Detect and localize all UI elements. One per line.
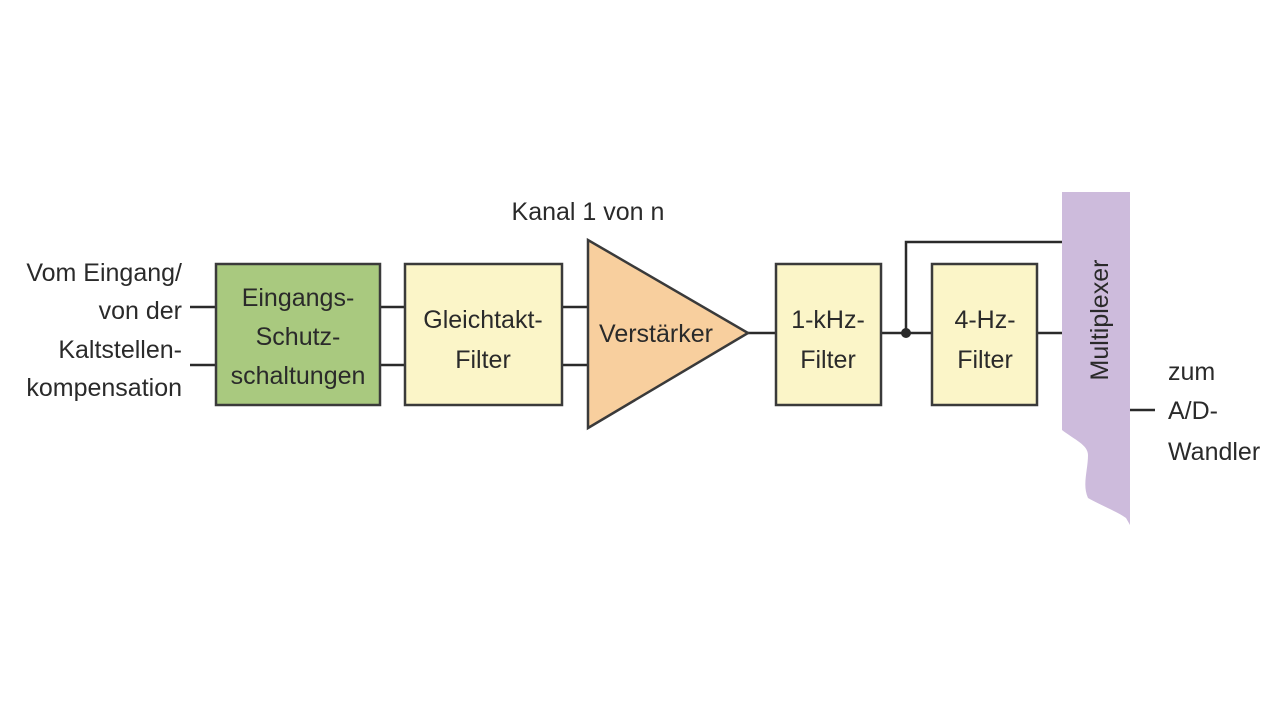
- input-label-line: von der: [99, 297, 182, 325]
- block-label: Filter: [455, 346, 511, 374]
- multiplexer-block: Multiplexer: [1062, 192, 1130, 525]
- input-label-line: Vom Eingang/: [26, 259, 182, 287]
- input-label-line: Kaltstellen-: [58, 336, 182, 364]
- output-label-line: Wandler: [1168, 438, 1260, 466]
- block-label: Multiplexer: [1086, 260, 1114, 381]
- block-label: Schutz-: [256, 323, 341, 351]
- wires: [190, 240, 1155, 412]
- block-label: Gleichtakt-: [423, 306, 542, 334]
- block-label: Eingangs-: [242, 284, 355, 312]
- channel-label: Kanal 1 von n: [512, 198, 665, 226]
- common-mode-filter-block: Gleichtakt- Filter: [403, 262, 564, 407]
- block-label: Verstärker: [599, 320, 713, 348]
- output-label: zum A/D- Wandler: [1168, 358, 1260, 466]
- filter-1khz-block: 1-kHz- Filter: [774, 262, 883, 407]
- input-label: Vom Eingang/ von der Kaltstellen- kompen…: [26, 259, 182, 402]
- output-label-line: zum: [1168, 358, 1215, 386]
- output-label-line: A/D-: [1168, 397, 1218, 425]
- block-label: 4-Hz-: [954, 306, 1015, 334]
- block-label: schaltungen: [231, 362, 366, 390]
- block-label: Filter: [800, 346, 856, 374]
- junction-dot: [901, 328, 911, 338]
- block-label: 1-kHz-: [791, 306, 865, 334]
- filter-4hz-block: 4-Hz- Filter: [930, 262, 1039, 407]
- amplifier-block: Verstärker: [586, 237, 751, 431]
- input-label-line: kompensation: [26, 374, 182, 402]
- block-label: Filter: [957, 346, 1013, 374]
- input-protection-block: Eingangs- Schutz- schaltungen: [214, 262, 382, 407]
